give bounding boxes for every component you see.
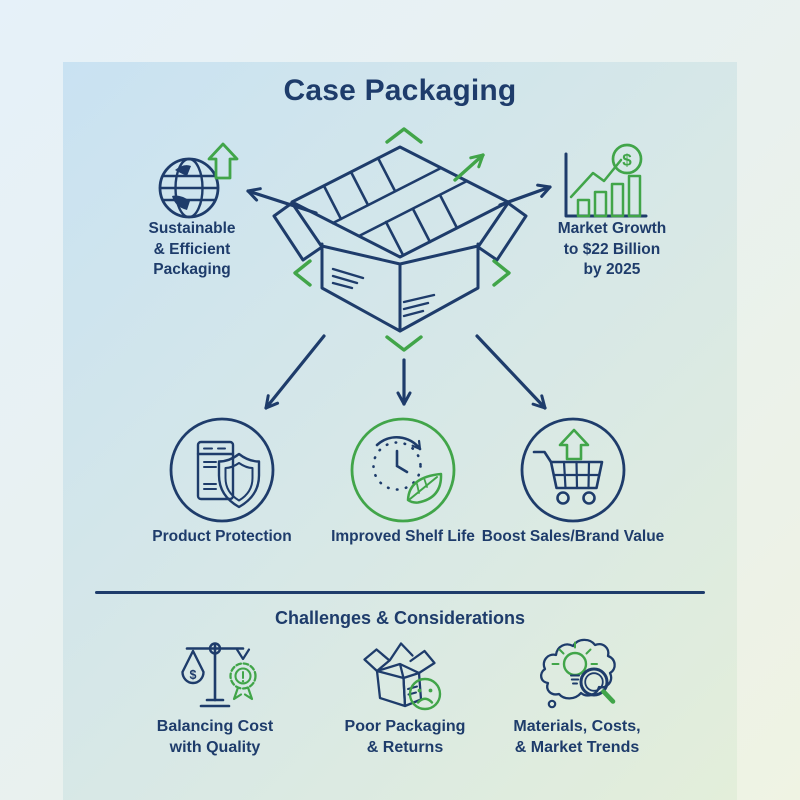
open-box-sad-face-icon: [363, 642, 442, 711]
sustainable-label: Sustainable & Efficient Packaging: [112, 219, 272, 281]
scale-dollar-quality-icon: $: [181, 642, 257, 708]
package-shield-icon: [169, 417, 275, 523]
page-title: Case Packaging: [283, 74, 517, 107]
benefit-label-protection: Product Protection: [152, 528, 292, 545]
connector-arrow-to-market: [498, 183, 552, 207]
label-line: with Quality: [169, 739, 261, 756]
thought-bubble-bulb-magnifier-icon: [540, 638, 616, 709]
dollar-glyph: $: [622, 151, 632, 170]
label-line: Poor Packaging: [344, 718, 466, 735]
label-line: Balancing Cost: [156, 718, 274, 735]
expand-chevrons: [293, 127, 511, 352]
section-divider: [95, 591, 705, 594]
label-line: Market Growth: [557, 220, 667, 237]
connector-arrows: [246, 183, 552, 410]
label-line: Packaging: [153, 261, 231, 278]
connector-arrow-to-globe: [246, 187, 318, 215]
challenge-label-trends: Materials, Costs, & Market Trends: [477, 716, 677, 758]
challenge-label-returns: Poor Packaging & Returns: [305, 716, 505, 758]
label-line: & Market Trends: [514, 739, 640, 756]
globe-up-arrow-icon: [158, 142, 239, 219]
expand-chevron-bottom: [385, 335, 423, 352]
expand-chevron-top: [385, 127, 423, 144]
expand-chevron-right: [492, 259, 511, 287]
label-line: & Efficient: [153, 240, 231, 258]
connector-arrow-to-sales: [475, 334, 547, 410]
challenge-label-cost: Balancing Cost with Quality: [115, 716, 315, 758]
dollar-glyph: $: [190, 668, 197, 682]
cart-up-arrow-icon: [520, 417, 626, 523]
expand-chevron-left: [293, 259, 312, 287]
connector-arrow-to-protection: [264, 334, 326, 410]
market-growth-label: Market Growth to $22 Billion by 2025: [532, 219, 692, 281]
benefit-label-sales: Boost Sales/Brand Value: [481, 528, 665, 545]
challenges-heading: Challenges & Considerations: [274, 608, 526, 628]
benefit-label-shelf-life: Improved Shelf Life: [331, 528, 475, 545]
open-shipping-box-icon: [272, 145, 528, 333]
label-line: Sustainable: [148, 220, 236, 237]
clock-leaf-icon: [350, 417, 456, 523]
growth-arrow-diagonal: [453, 153, 485, 182]
label-line: to $22 Billion: [563, 240, 661, 258]
label-line: & Returns: [366, 739, 444, 756]
label-line: Materials, Costs,: [513, 718, 641, 735]
label-line: by 2025: [583, 261, 641, 278]
growth-chart-dollar-icon: $: [564, 143, 648, 218]
